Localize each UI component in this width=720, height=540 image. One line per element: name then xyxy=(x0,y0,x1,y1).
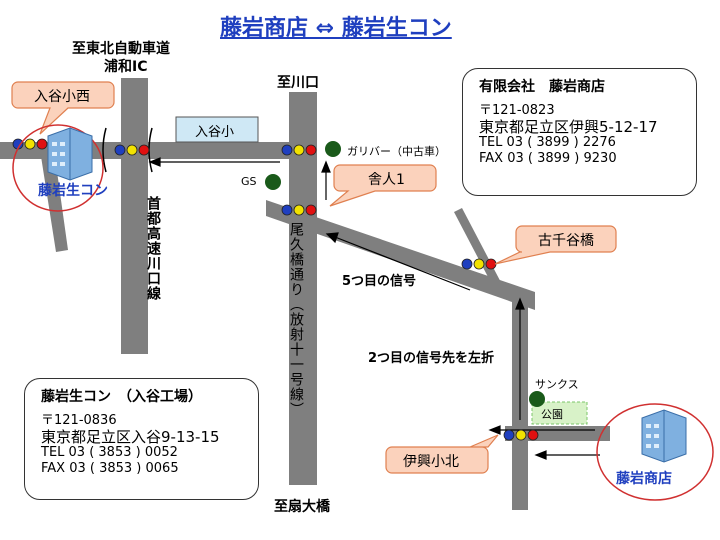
route-arrows xyxy=(148,157,600,460)
map-title: 藤岩商店 ⇔ 藤岩生コン xyxy=(220,16,452,41)
callout-iriya-nishi: 入谷小西 xyxy=(34,89,90,105)
label-signal-5: 5つ目の信号 xyxy=(342,274,417,289)
callout-ikou-kita-shape xyxy=(385,434,499,474)
road-kosenya-bridge xyxy=(454,208,506,296)
label-signal-2: 2つ目の信号先を左折 xyxy=(368,351,495,366)
callout-toneri1: 舎人1 xyxy=(368,172,405,188)
traffic-signals xyxy=(12,138,539,441)
label-oku-road: 尾久橋通り（放射十一号線） xyxy=(288,222,304,417)
namakon-info-fax: FAX 03 ( 3853 ) 0065 xyxy=(41,461,179,476)
namakon-map-label: 藤岩生コン xyxy=(38,183,108,199)
signal-kawaguchi xyxy=(281,144,317,156)
label-sunkus: サンクス xyxy=(535,378,579,391)
shoten-info-box: 有限会社 藤岩商店 〒121-0823 東京都足立区伊興5-12-17 TEL … xyxy=(462,68,697,196)
namakon-info-address: 東京都足立区入谷9-13-15 xyxy=(41,428,220,446)
shoten-building-icon xyxy=(641,409,687,463)
label-iriya-school: 入谷小 xyxy=(195,125,235,140)
callout-ikou-kita: 伊興小北 xyxy=(403,454,459,470)
label-gulliver: ガリバー（中古車） xyxy=(347,145,446,158)
label-highway-dest: 至東北自動車道 xyxy=(72,41,170,57)
namakon-building-icon xyxy=(47,127,93,181)
label-shuto-expressway: 首都高速川口線 xyxy=(145,196,161,301)
shoten-info-name: 有限会社 藤岩商店 xyxy=(479,79,605,95)
sunkus-landmark xyxy=(529,391,545,407)
gs-landmark xyxy=(265,174,281,190)
road-oku-bashi-dori xyxy=(289,92,317,485)
iriya-school-box xyxy=(175,116,259,143)
park-area xyxy=(531,401,588,425)
label-gs: GS xyxy=(241,175,257,188)
callout-iriya-nishi-shape xyxy=(11,81,115,135)
label-park: 公園 xyxy=(541,408,563,421)
road-diagonal xyxy=(266,200,535,310)
callouts xyxy=(11,81,617,474)
signal-iriya-west xyxy=(12,138,48,150)
callout-kosenya-shape xyxy=(494,225,617,265)
namakon-info-tel: TEL 03 ( 3853 ) 0052 xyxy=(41,445,178,460)
namakon-info-zip: 〒121-0836 xyxy=(41,413,117,428)
road-diagonal-left xyxy=(40,150,68,252)
shoten-info-fax: FAX 03 ( 3899 ) 9230 xyxy=(479,151,617,166)
shoten-circle xyxy=(596,403,714,501)
shoten-info-zip: 〒121-0823 xyxy=(479,103,555,118)
callout-kosenya: 古千谷橋 xyxy=(538,233,594,249)
arrow-5th-signal xyxy=(334,236,471,291)
callout-toneri1-shape xyxy=(329,164,437,207)
label-to-ogibashi: 至扇大橋 xyxy=(274,499,330,515)
road-shuto-expressway xyxy=(121,78,148,354)
label-highway-ic: 浦和IC xyxy=(104,59,148,75)
label-to-kawaguchi: 至川口 xyxy=(277,75,319,91)
shoten-info-tel: TEL 03 ( 3899 ) 2276 xyxy=(479,135,616,150)
namakon-circle xyxy=(12,124,104,212)
signal-toneri xyxy=(281,204,317,216)
namakon-info-box: 藤岩生コン （入谷工場） 〒121-0836 東京都足立区入谷9-13-15 T… xyxy=(24,378,259,500)
signal-kosenya xyxy=(461,258,497,270)
shoten-info-address: 東京都足立区伊興5-12-17 xyxy=(479,118,658,136)
signal-ikou-kita xyxy=(503,429,539,441)
signal-iriya-east xyxy=(114,144,150,156)
shoten-map-label: 藤岩商店 xyxy=(616,471,672,487)
gulliver-landmark xyxy=(325,141,341,157)
namakon-info-name: 藤岩生コン （入谷工場） xyxy=(41,389,202,405)
